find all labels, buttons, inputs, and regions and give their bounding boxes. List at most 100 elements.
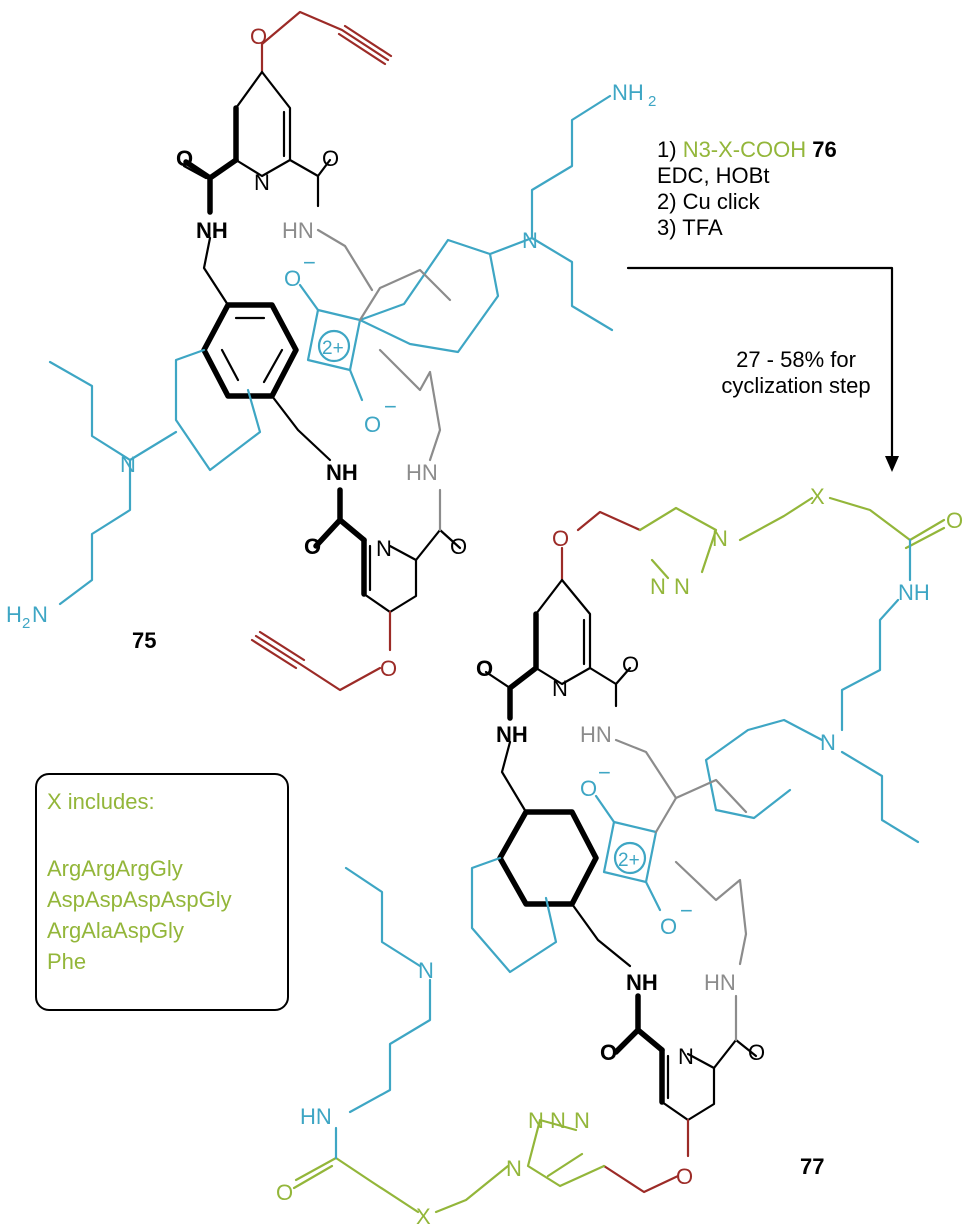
ch2-left	[202, 236, 230, 307]
nitrogen-label: N	[418, 958, 434, 983]
compound-number-77: 77	[800, 1154, 825, 1179]
yield-line-1: 27 - 58% for	[736, 347, 856, 372]
step-1-coupling: EDC, HOBt	[657, 163, 770, 188]
linker-x-bottom	[292, 1156, 510, 1214]
aminopropyl-77-right	[840, 538, 912, 732]
oxygen-label: O	[250, 24, 267, 49]
aryl-77-right	[704, 718, 824, 820]
propyl-left	[48, 360, 178, 462]
pyridine-77-top	[534, 578, 592, 686]
nitrogen-label: N	[376, 536, 392, 561]
nitrogen-label: N	[674, 574, 690, 599]
triazole-bottom	[526, 1118, 606, 1188]
aminopropyl-77-left	[348, 978, 432, 1114]
x-item: Phe	[47, 949, 87, 974]
nitrogen-label: N	[712, 526, 728, 551]
amine-label: NH	[612, 80, 644, 105]
ether-top-77	[576, 510, 642, 532]
propargyl-bottom	[250, 610, 392, 692]
svg-text:N: N	[32, 602, 48, 627]
aminopropyl-left	[58, 458, 132, 606]
x-linker-label: X	[416, 1204, 431, 1229]
nitrogen-label: N	[552, 676, 568, 701]
aminopropyl-top	[488, 94, 612, 256]
step-3: 3) TFA	[657, 215, 723, 240]
pyridine-top	[234, 70, 292, 178]
amide-bottom-left	[313, 487, 367, 549]
oxygen-anion-label: O	[580, 776, 597, 801]
step-1: 1) N3-X-COOH 76	[657, 137, 837, 162]
oxygen-anion-label: O	[364, 412, 381, 437]
oxygen-label: O	[600, 1040, 617, 1065]
oxygen-label: O	[676, 1164, 693, 1189]
oxygen-anion-label: O	[660, 914, 677, 939]
svg-text:N: N	[574, 1108, 590, 1133]
reaction-conditions: 1) N3-X-COOH 76 EDC, HOBt 2) Cu click 3)…	[657, 137, 957, 241]
nh-label: NH	[326, 460, 358, 485]
oxygen-label: O	[622, 652, 639, 677]
hn-label: HN	[300, 1104, 332, 1129]
arrow-head	[885, 456, 899, 472]
nitrogen-label: N	[528, 1108, 544, 1133]
gray-rings-75	[358, 268, 452, 462]
ch2-lower	[270, 394, 332, 462]
nh-label: NH	[898, 580, 930, 605]
amide-top-left	[183, 157, 239, 215]
linker-x-top	[738, 496, 946, 550]
charge-circle-77	[613, 841, 647, 875]
oxygen-label: O	[748, 1040, 765, 1065]
reaction-arrow	[626, 266, 894, 462]
step-2: 2) Cu click	[657, 189, 760, 214]
propyl-77-left	[344, 866, 422, 968]
x-definition-box: X includes: ArgArgArgGly AspAspAspAspGly…	[35, 773, 289, 1011]
nitrogen-label: N	[820, 730, 836, 755]
oxygen-label: O	[304, 534, 321, 559]
amine-label: H	[6, 602, 22, 627]
oxygen-label: O	[322, 146, 339, 171]
x-item: ArgAlaAspGly	[47, 918, 184, 943]
propyl-top	[530, 236, 614, 332]
aryl-left-75	[174, 348, 262, 472]
nitrogen-label: N	[254, 170, 270, 195]
hn-label: HN	[282, 218, 314, 243]
compound-77-structure	[292, 496, 946, 1214]
charge-label: 2+	[322, 338, 344, 359]
yield-line-2: cyclization step	[721, 373, 871, 398]
svg-text:2: 2	[22, 615, 30, 632]
compound-75-structure	[48, 10, 614, 692]
nitrogen-label: N	[506, 1156, 522, 1181]
oxygen-anion-label: O	[284, 266, 301, 291]
x-box-title: X includes:	[47, 789, 155, 814]
oxygen-label: O	[450, 534, 467, 559]
oxygen-label: O	[552, 526, 569, 551]
benzene-77	[497, 809, 599, 907]
oxygen-label: O	[176, 146, 193, 171]
propargyl-top	[260, 10, 393, 74]
x-linker-label: X	[810, 484, 825, 509]
nh-label: NH	[196, 218, 228, 243]
propyl-77-right	[840, 750, 920, 844]
oxygen-label: O	[380, 656, 397, 681]
svg-text:N: N	[550, 1108, 566, 1133]
hn-label: HN	[580, 722, 612, 747]
oxygen-label: O	[476, 656, 493, 681]
oxygen-label: O	[276, 1180, 293, 1205]
negative-charge: −	[384, 394, 397, 419]
x-item: AspAspAspAspGly	[47, 887, 232, 912]
compound-number-75: 75	[132, 628, 157, 653]
hn-label: HN	[704, 970, 736, 995]
svg-text:−: −	[680, 898, 693, 923]
nh-label: NH	[626, 970, 658, 995]
charge-circle-75	[317, 329, 351, 363]
nitrogen-label: N	[522, 228, 538, 253]
nitrogen-label: N	[678, 1044, 694, 1069]
yield-note: 27 - 58% for cyclization step	[676, 347, 916, 399]
nh-label: NH	[496, 722, 528, 747]
nitrogen-label: N	[120, 452, 136, 477]
reagent-number: 76	[812, 137, 837, 162]
x-item: ArgArgArgGly	[47, 856, 183, 881]
negative-charge: −	[303, 250, 316, 275]
ether-bottom-77	[602, 1118, 690, 1194]
